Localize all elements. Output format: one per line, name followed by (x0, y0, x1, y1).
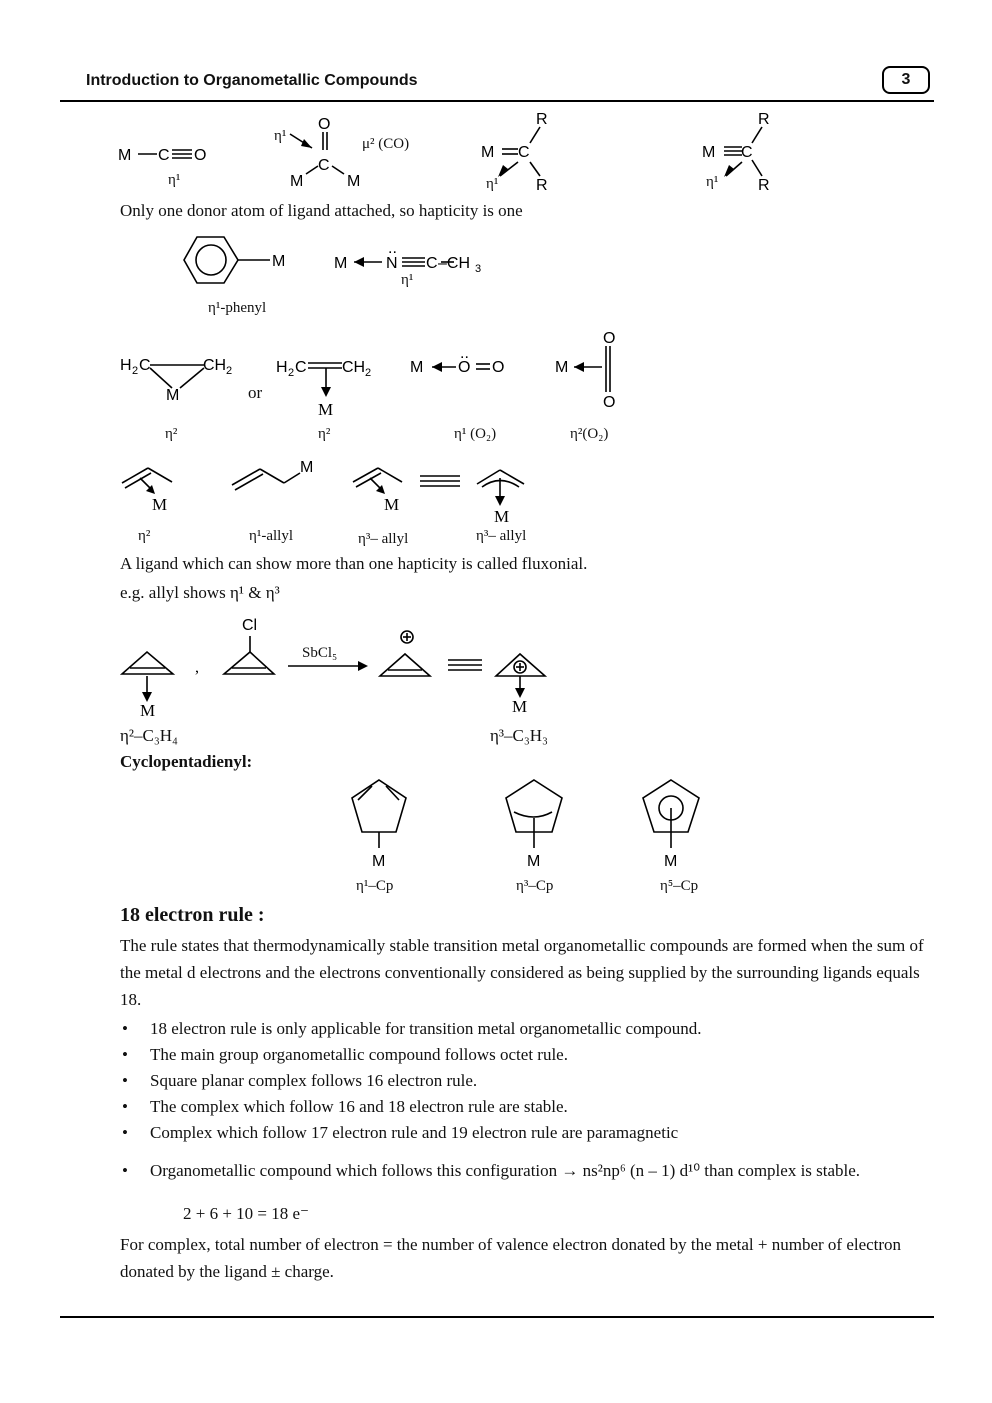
page-header-title: Introduction to Organometallic Compounds (86, 72, 418, 89)
svg-text:C: C (518, 144, 530, 161)
svg-text:,: , (195, 659, 199, 676)
label-eta1-bridge: η¹ (274, 128, 287, 144)
cyclopentadienyl-heading: Cyclopentadienyl: (120, 752, 253, 771)
svg-text:M: M (555, 359, 568, 376)
svg-text:O: O (318, 116, 330, 133)
complex-electron-definition: For complex, total number of electron = … (120, 1235, 902, 1281)
svg-text:M: M (702, 144, 715, 161)
label-eta1-cp: η¹–Cp (356, 878, 394, 894)
label-eta1-allyl: η¹-allyl (249, 528, 293, 544)
svg-text:M: M (664, 853, 677, 870)
svg-text:H: H (120, 357, 132, 374)
svg-text:M: M (372, 853, 385, 870)
svg-text:O: O (603, 394, 615, 411)
label-eta2-alkene: η² (138, 528, 151, 544)
label-mu2-co: μ² (CO) (362, 136, 410, 152)
list-item: The main group organometallic compound f… (120, 1042, 950, 1068)
svg-text:2: 2 (132, 365, 138, 377)
label-eta1-o2: η¹ (O₂) (454, 426, 497, 442)
svg-text:..: .. (460, 345, 469, 362)
svg-text:M: M (410, 359, 423, 376)
svg-text:M: M (318, 400, 333, 419)
label-eta2-c3h4: η²–C₃H₄ (120, 726, 178, 745)
svg-text:R: R (536, 111, 548, 128)
label-eta1-nitrile: η¹ (401, 272, 414, 288)
svg-text:R: R (758, 177, 770, 194)
svg-text:–CH: –CH (438, 255, 470, 272)
label-or: or (248, 383, 263, 402)
list-item: Organometallic compound which follows th… (120, 1158, 950, 1184)
svg-text:C: C (295, 359, 307, 376)
svg-text:O: O (603, 330, 615, 347)
list-item: 18 electron rule is only applicable for … (120, 1016, 950, 1042)
svg-text:M: M (166, 387, 179, 404)
svg-text:H: H (276, 359, 288, 376)
label-eta1-carbyne: η¹ (706, 174, 719, 190)
label-eta1-carbene: η¹ (486, 176, 499, 192)
svg-text:C: C (318, 157, 330, 174)
label-eta2-ethylene-b: η² (318, 426, 331, 442)
header-rule (60, 100, 934, 102)
svg-text:M: M (494, 507, 509, 526)
svg-text:M: M (152, 495, 167, 514)
svg-text:R: R (536, 177, 548, 194)
svg-text:C: C (139, 357, 151, 374)
rule-intro-paragraph: The rule states that thermodynamically s… (120, 936, 924, 1009)
svg-text:N: N (386, 255, 398, 272)
svg-text:M: M (384, 495, 399, 514)
svg-text:C: C (741, 144, 753, 161)
list-item: Square planar complex follows 16 electro… (120, 1068, 950, 1094)
svg-text:2: 2 (226, 365, 232, 377)
label-eta1-phenyl: η¹-phenyl (208, 300, 267, 316)
atom-m: M (118, 147, 131, 164)
svg-text:3: 3 (475, 263, 481, 275)
label-eta5-cp: η⁵–Cp (660, 878, 699, 894)
svg-text:M: M (512, 697, 527, 716)
svg-text:M: M (290, 173, 303, 190)
svg-text:R: R (758, 111, 770, 128)
svg-text:Cl: Cl (242, 617, 257, 634)
label-eta3-allyl-b: η³– allyl (476, 528, 527, 544)
section-heading-18-electron-rule: 18 electron rule : (120, 904, 265, 926)
electron-count-equation: 2 + 6 + 10 = 18 e⁻ (183, 1204, 310, 1223)
svg-text:CH: CH (203, 357, 226, 374)
list-item: The complex which follow 16 and 18 elect… (120, 1094, 950, 1120)
label-eta3-cp: η³–Cp (516, 878, 554, 894)
svg-text:M: M (347, 173, 360, 190)
svg-text:O: O (458, 359, 470, 376)
svg-text:M: M (272, 253, 285, 270)
svg-text:..: .. (388, 240, 397, 257)
svg-text:M: M (481, 144, 494, 161)
fluxional-definition: A ligand which can show more than one ha… (120, 554, 588, 573)
svg-text:C: C (426, 255, 438, 272)
fluxional-example: e.g. allyl shows η¹ & η³ (120, 583, 280, 602)
svg-text:CH: CH (342, 359, 365, 376)
label-sbcl5: SbCl₅ (302, 645, 338, 661)
label-eta1-co: η¹ (168, 172, 181, 188)
rule-bullet-list: 18 electron rule is only applicable for … (120, 1016, 950, 1184)
list-item: Complex which follow 17 electron rule an… (120, 1120, 950, 1146)
svg-text:2: 2 (288, 367, 294, 379)
svg-text:M: M (527, 853, 540, 870)
label-eta3-allyl-a: η³– allyl (358, 531, 409, 547)
svg-text:2: 2 (365, 367, 371, 379)
footer-rule (60, 1316, 934, 1318)
label-eta2-ethylene-a: η² (165, 426, 178, 442)
svg-text:M: M (334, 255, 347, 272)
svg-text:O: O (194, 147, 206, 164)
page-number: 3 (882, 66, 930, 94)
svg-text:O: O (492, 359, 504, 376)
svg-text:M: M (140, 701, 155, 720)
svg-text:C: C (158, 147, 170, 164)
hapticity-one-text: Only one donor atom of ligand attached, … (120, 201, 523, 220)
svg-text:M: M (300, 459, 313, 476)
label-eta3-c3h3: η³–C₃H₃ (490, 726, 548, 745)
label-eta2-o2: η²(O₂) (570, 426, 609, 442)
